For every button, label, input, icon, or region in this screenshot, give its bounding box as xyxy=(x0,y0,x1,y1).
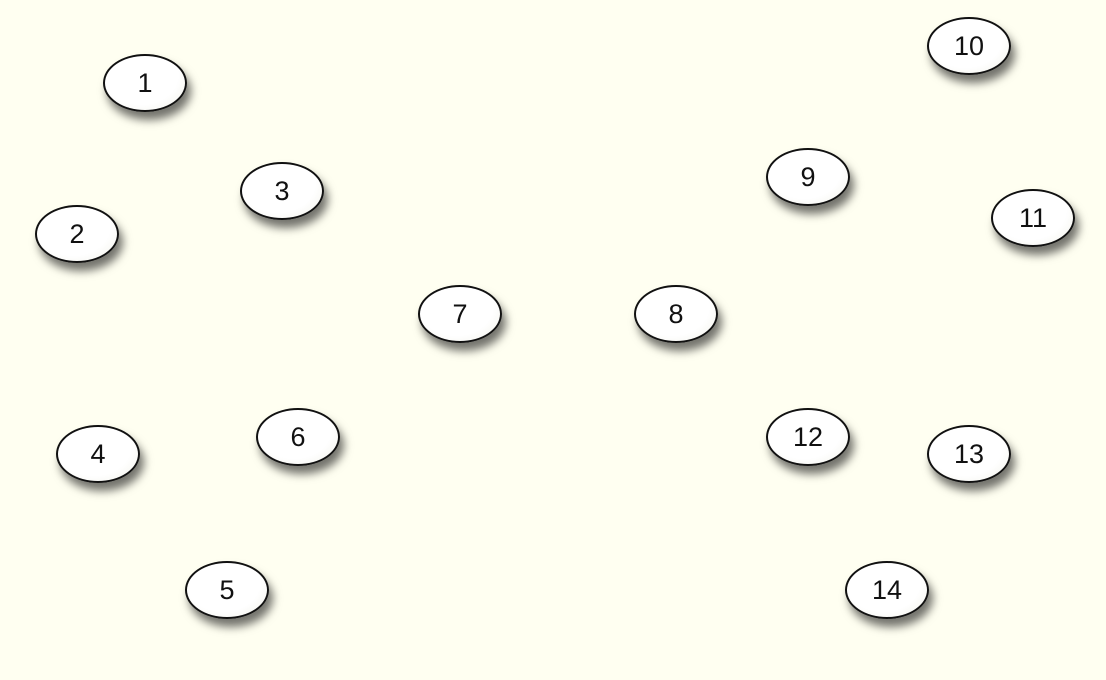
node-10: 10 xyxy=(927,17,1011,75)
node-6: 6 xyxy=(256,408,340,466)
node-3: 3 xyxy=(240,162,324,220)
node-13: 13 xyxy=(927,425,1011,483)
node-8: 8 xyxy=(634,285,718,343)
node-7: 7 xyxy=(418,285,502,343)
node-4: 4 xyxy=(56,425,140,483)
node-12: 12 xyxy=(766,408,850,466)
node-14: 14 xyxy=(845,561,929,619)
node-1: 1 xyxy=(103,54,187,112)
node-9: 9 xyxy=(766,148,850,206)
node-11: 11 xyxy=(991,189,1075,247)
node-2: 2 xyxy=(35,205,119,263)
node-5: 5 xyxy=(185,561,269,619)
